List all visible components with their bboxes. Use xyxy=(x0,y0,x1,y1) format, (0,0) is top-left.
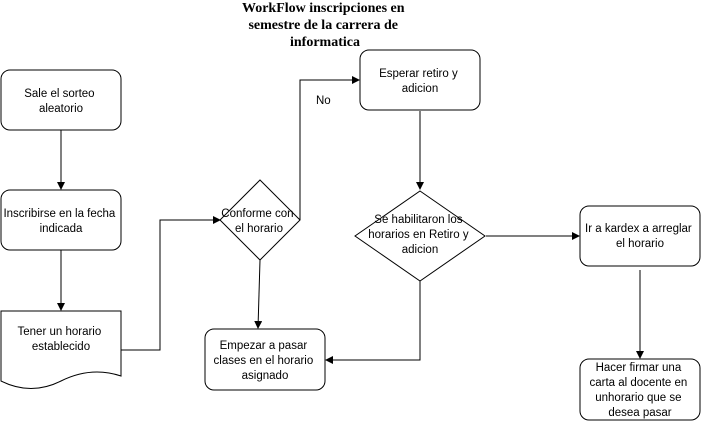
node-conforme: Conforme con el horario xyxy=(219,179,301,261)
node-sorteo-shape xyxy=(0,69,122,131)
edge-label-no: No xyxy=(316,95,331,107)
node-habilitaron: Se habilitaron los horarios en Retiro y … xyxy=(354,190,486,282)
node-esperar-label: Esperar retiro y adicion xyxy=(379,68,461,95)
title-line-2: semestre de la carrera de xyxy=(248,18,398,33)
edge-conforme-to-esperar xyxy=(299,76,360,220)
title-line-1: WorkFlow inscripciones en xyxy=(242,1,405,16)
node-habilitaron-label: Se habilitaron los horarios en Retiro y … xyxy=(368,214,472,256)
node-empezar-label: Empezar a pasar clases en el horario asi… xyxy=(214,340,317,382)
node-horario: Tener un horario establecido xyxy=(0,310,122,389)
edge-habilitaron-to-empezar xyxy=(325,280,421,364)
node-inscribirse-label: Inscribirse en la fecha indicada xyxy=(3,208,118,235)
edge-horario-to-conforme xyxy=(121,216,221,351)
title-line-3: informatica xyxy=(290,35,360,50)
node-inscribirse: Inscribirse en la fecha indicada xyxy=(0,189,122,251)
node-carta: Hacer firmar una carta al docente en unh… xyxy=(579,358,701,421)
edge-conforme-to-empezar xyxy=(254,259,263,329)
node-empezar: Empezar a pasar clases en el horario asi… xyxy=(204,328,326,391)
node-sorteo: Sale el sorteo aleatorio xyxy=(0,69,122,131)
node-kardex: Ir a kardex a arreglar el horario xyxy=(579,205,701,267)
node-kardex-label: Ir a kardex a arreglar el horario xyxy=(585,223,695,250)
node-carta-label: Hacer firmar una carta al docente en unh… xyxy=(589,362,690,419)
node-horario-shape xyxy=(0,310,122,389)
node-horario-label: Tener un horario establecido xyxy=(18,326,105,353)
node-inscribirse-shape xyxy=(0,189,122,251)
node-sorteo-label: Sale el sorteo aleatorio xyxy=(24,88,98,115)
node-carta-shape xyxy=(579,358,701,421)
node-esperar-shape xyxy=(359,49,481,111)
node-habilitaron-shape xyxy=(354,190,486,282)
node-conforme-label: Conforme con el horario xyxy=(221,208,296,235)
node-conforme-shape xyxy=(219,179,301,261)
node-esperar: Esperar retiro y adicion xyxy=(359,49,481,111)
edges xyxy=(57,76,644,364)
diagram-title: WorkFlow inscripciones en semestre de la… xyxy=(242,1,408,50)
node-empezar-shape xyxy=(204,328,326,391)
node-kardex-shape xyxy=(579,205,701,267)
